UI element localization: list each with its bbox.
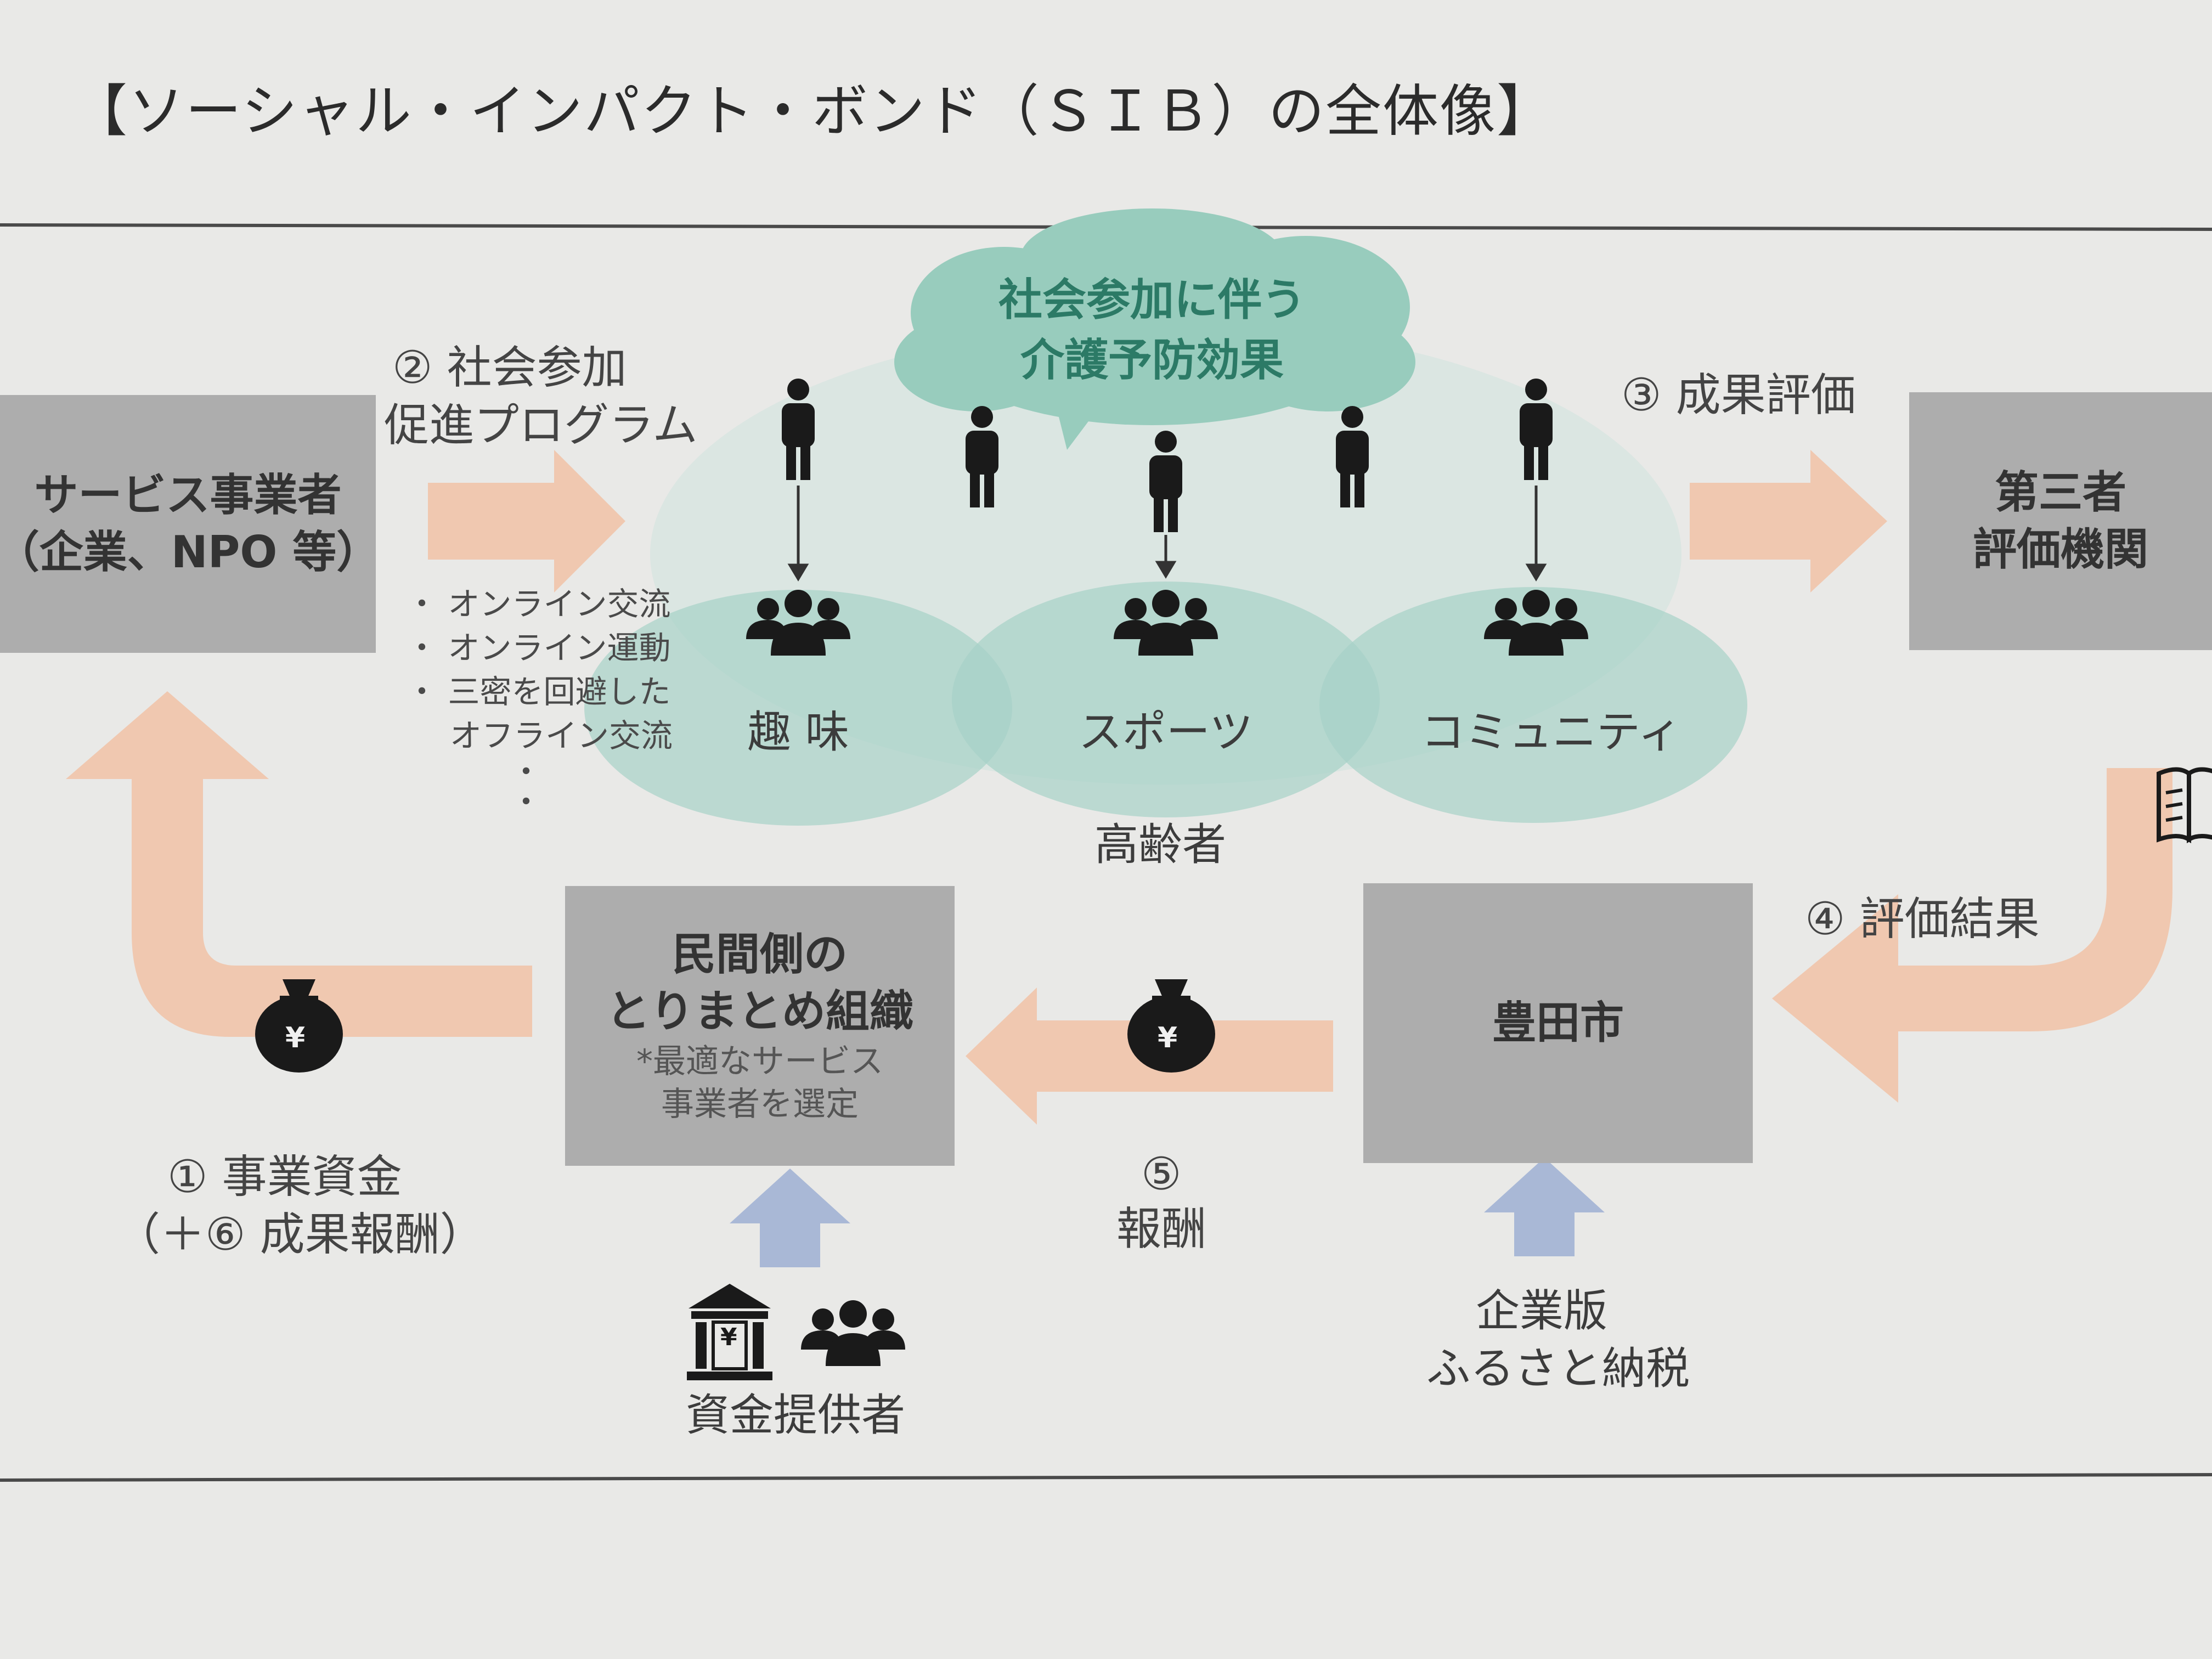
intermediary-box: 民間側の とりまとめ組織 *最適なサービス 事業者を選定 <box>565 886 955 1166</box>
step4-label: ④ 評価結果 <box>1805 893 2040 945</box>
person-icon <box>1520 379 1553 480</box>
person-icon <box>966 406 998 507</box>
third-party-name-2: 評価機関 <box>1973 524 2148 575</box>
step3-label: ③ 成果評価 <box>1621 369 1856 421</box>
cloud-text-line2: 介護予防効果 <box>1020 335 1284 386</box>
step5-label: 報酬 <box>1116 1203 1207 1255</box>
city-name: 豊田市 <box>1492 997 1624 1048</box>
third-party-name: 第三者 <box>1995 467 2126 518</box>
group-circle-sports <box>952 582 1380 817</box>
group-icon <box>746 590 850 656</box>
step2-label-2: 促進プログラム <box>384 399 698 452</box>
person-icon <box>1336 406 1369 507</box>
elderly-label: 高齢者 <box>1094 819 1226 870</box>
person-icons <box>782 379 1553 532</box>
arrow-funds-to-provider <box>66 691 532 1037</box>
tax-label-1: 企業版 <box>1476 1285 1607 1336</box>
peach-arrows <box>428 450 1887 1125</box>
intermediary-name-2: とりまとめ組織 <box>606 986 913 1037</box>
service-provider-examples: （企業、NPO 等） <box>0 527 381 578</box>
intermediary-note-2: 事業者を選定 <box>661 1085 859 1124</box>
group-icon <box>1114 590 1218 656</box>
down-arrows <box>787 486 1547 582</box>
tax-label-2: ふるさと納税 <box>1426 1343 1690 1394</box>
step1-note: （＋⑥ 成果報酬） <box>115 1209 485 1261</box>
arrow-to-third-party <box>1690 450 1887 592</box>
program-item: オフライン交流 <box>450 717 673 754</box>
arrow-funders-up <box>730 1169 850 1267</box>
program-more-dots: ・ ・ <box>510 753 543 821</box>
intermediary-note-1: *最適なサービス <box>636 1042 883 1081</box>
group-icons <box>746 590 1588 1366</box>
program-item: ・ オンライン交流 <box>406 585 671 623</box>
group-label-hobby: 趣 味 <box>747 707 849 758</box>
book-icon <box>2157 767 2212 844</box>
bottom-divider <box>0 1473 2212 1482</box>
arrow-tax-up <box>1484 1158 1605 1256</box>
bank-icon <box>687 1284 772 1380</box>
city-box: 豊田市 <box>1363 883 1753 1163</box>
group-circle-hobby <box>584 590 1012 826</box>
service-provider-name: サービス事業者 <box>34 470 342 521</box>
funders-label: 資金提供者 <box>686 1390 905 1441</box>
step5-number: ⑤ <box>1141 1148 1182 1200</box>
program-item: ・ オンライン運動 <box>406 629 671 667</box>
yen-symbol: ¥ <box>1158 1022 1178 1054</box>
money-bag-icon <box>255 979 343 1073</box>
group-circle-community <box>1319 587 1747 823</box>
money-bag-icon <box>1127 979 1215 1073</box>
step1-label: ① 事業資金 <box>167 1151 402 1203</box>
third-party-box: 第三者 評価機関 <box>1909 392 2212 650</box>
cloud-text-line1: 社会参加に伴う <box>998 274 1306 325</box>
page-title: 【ソーシャル・インパクト・ボンド（ＳＩＢ）の全体像】 <box>71 79 1554 144</box>
group-label-community: コミュニティ <box>1421 707 1682 758</box>
yen-symbol: ¥ <box>285 1022 306 1054</box>
cloud-bubble <box>894 208 1415 450</box>
arrow-provider-to-program <box>428 450 625 592</box>
arrow-evaluation-result <box>1772 768 2172 1103</box>
person-icon <box>1149 431 1182 532</box>
yen-symbol: ¥ <box>720 1323 737 1351</box>
service-provider-box: サービス事業者 （企業、NPO 等） <box>0 395 380 653</box>
step2-label: ② 社会参加 <box>392 342 627 394</box>
group-label-sports: スポーツ <box>1078 707 1254 758</box>
program-item: ・ 三密を回避した <box>406 673 671 710</box>
group-icon <box>1484 590 1588 656</box>
group-icon <box>801 1300 905 1366</box>
person-icon <box>782 379 815 480</box>
arrow-city-to-intermediary-head <box>966 988 1042 1125</box>
intermediary-name-1: 民間側の <box>672 929 848 980</box>
